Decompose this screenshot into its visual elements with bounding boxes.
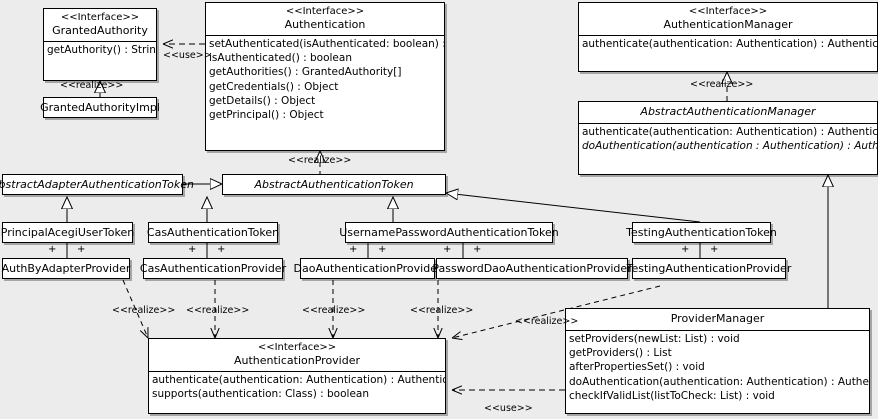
operations-compartment: setProviders(newList: List) : void getPr…: [566, 331, 869, 404]
multiplicity-userpass-b: +: [378, 244, 387, 255]
class-box-granted-authority[interactable]: <<Interface>> GrantedAuthority getAuthor…: [43, 8, 157, 81]
class-name-label: GrantedAuthorityImpl: [40, 100, 160, 114]
operation-supports: supports(authentication: Class) : boolea…: [152, 388, 369, 401]
class-name-label: CasAuthenticationToken: [146, 225, 280, 239]
stereotype-label: <<Interface>>: [285, 6, 365, 17]
edge-label-realize-casprovider: <<realize>>: [186, 305, 250, 316]
class-box-authentication[interactable]: <<Interface>> Authentication setAuthenti…: [205, 2, 445, 151]
class-name-label: TestingAuthenticationToken: [626, 225, 777, 239]
class-box-principal-acegi-user-token[interactable]: PrincipalAcegiUserToken: [1, 222, 134, 243]
operations-compartment: authenticate(authentication: Authenticat…: [149, 372, 445, 402]
class-name-label: PrincipalAcegiUserToken: [0, 225, 135, 239]
class-box-auth-by-adapter-provider[interactable]: AuthByAdapterProvider: [2, 258, 130, 279]
class-name-label: AuthByAdapterProvider: [1, 261, 131, 275]
edge-testingtoken-extends-abstracttoken: [446, 193, 701, 223]
class-box-dao-authentication-provider[interactable]: DaoAuthenticationProvider: [294, 258, 442, 279]
edge-label-realize-daoprovider: <<realize>>: [302, 305, 366, 316]
class-box-authentication-provider[interactable]: <<Interface>> AuthenticationProvider aut…: [148, 338, 446, 414]
operations-compartment: setAuthenticated(isAuthenticated: boolea…: [206, 36, 444, 123]
edge-label-realize-testingprovider: <<realize>>: [515, 316, 579, 327]
class-header: <<Interface>> AuthenticationProvider: [149, 339, 445, 372]
edge-label-realize-authbyadapterprovider: <<realize>>: [112, 305, 176, 316]
class-box-username-password-authentication-token[interactable]: UsernamePasswordAuthenticationToken: [339, 222, 559, 243]
class-box-authentication-manager[interactable]: <<Interface>> AuthenticationManager auth…: [578, 2, 878, 72]
class-name-label: AuthenticationManager: [663, 18, 793, 31]
operations-compartment: authenticate(authentication: Authenticat…: [579, 124, 877, 154]
multiplicity-testing-left: +: [681, 244, 690, 255]
multiplicity-cas-right: +: [217, 244, 226, 255]
operation-authenticate: authenticate(authentication: Authenticat…: [582, 126, 877, 138]
class-box-abstract-authentication-token[interactable]: AbstractAuthenticationToken: [222, 174, 446, 195]
class-box-testing-authentication-token[interactable]: TestingAuthenticationToken: [626, 222, 777, 243]
class-name-label: Authentication: [284, 18, 366, 31]
operation-getcredentials: getCredentials() : Object: [209, 80, 339, 93]
class-name-label: DaoAuthenticationProvider: [293, 261, 442, 275]
class-box-testing-authentication-provider[interactable]: TestingAuthenticationProvider: [627, 258, 791, 279]
class-name-label: AbstractAuthenticationToken: [254, 177, 414, 191]
operation-getauthority: getAuthority() : String: [47, 44, 156, 56]
stereotype-label: <<Interface>>: [60, 12, 140, 23]
operation-getauthorities: getAuthorities() : GrantedAuthority[]: [209, 66, 402, 79]
class-box-cas-authentication-token[interactable]: CasAuthenticationToken: [147, 222, 279, 243]
multiplicity-principal-right: +: [77, 244, 86, 255]
edge-label-use-providermanager: <<use>>: [484, 403, 533, 414]
class-box-provider-manager[interactable]: ProviderManager setProviders(newList: Li…: [565, 308, 870, 414]
class-header: <<Interface>> GrantedAuthority: [44, 9, 156, 42]
class-box-cas-authentication-provider[interactable]: CasAuthenticationProvider: [140, 258, 286, 279]
operation-getprincipal: getPrincipal() : Object: [209, 109, 324, 122]
operation-authenticate: authenticate(authentication: Authenticat…: [152, 374, 445, 386]
operation-setproviders: setProviders(newList: List) : void: [569, 333, 740, 345]
class-box-abstract-authentication-manager[interactable]: AbstractAuthenticationManager authentica…: [578, 101, 878, 175]
class-name-label: AuthenticationProvider: [233, 354, 361, 367]
class-name-label: TestingAuthenticationProvider: [626, 261, 792, 275]
class-name-label: ProviderManager: [670, 312, 765, 325]
stereotype-label: <<Interface>>: [688, 6, 768, 17]
operation-checkifvalidlist: checkIfValidList(listToCheck: List) : vo…: [569, 389, 775, 402]
edge-label-realize-passworddaoprovider: <<realize>>: [410, 305, 474, 316]
operations-compartment: getAuthority() : String: [44, 42, 156, 58]
class-header: <<Interface>> AuthenticationManager: [579, 3, 877, 36]
class-box-password-dao-authentication-provider[interactable]: PasswordDaoAuthenticationProvider: [432, 258, 632, 279]
class-name-label: CasAuthenticationProvider: [139, 261, 287, 275]
operation-isauthenticated: isAuthenticated() : boolean: [209, 52, 352, 65]
edge-label-use-grantedauthority: <<use>>: [163, 50, 212, 61]
class-name-label: PasswordDaoAuthenticationProvider: [432, 261, 632, 275]
class-header: ProviderManager: [566, 309, 869, 331]
operation-getproviders: getProviders() : List: [569, 347, 672, 360]
multiplicity-cas-left: +: [188, 244, 197, 255]
operation-getdetails: getDetails() : Object: [209, 94, 316, 107]
stereotype-label: <<Interface>>: [257, 342, 337, 353]
class-name-label: GrantedAuthority: [52, 24, 148, 37]
multiplicity-userpass-c: +: [443, 244, 452, 255]
operation-doauthentication: doAuthentication(authentication: Authent…: [569, 375, 869, 388]
edge-label-realize-abstractauthenticationtoken: <<realize>>: [288, 155, 352, 166]
multiplicity-principal-left: +: [48, 244, 57, 255]
edge-label-realize-grantedauthorityimpl: <<realize>>: [60, 80, 124, 91]
operation-setauthenticated: setAuthenticated(isAuthenticated: boolea…: [209, 38, 444, 50]
class-box-granted-authority-impl[interactable]: GrantedAuthorityImpl: [40, 97, 160, 118]
class-name-label: UsernamePasswordAuthenticationToken: [339, 225, 559, 239]
multiplicity-userpass-d: +: [473, 244, 482, 255]
operations-compartment: authenticate(authentication: Authenticat…: [579, 36, 877, 52]
operation-afterpropertiesset: afterPropertiesSet() : void: [569, 361, 705, 374]
edge-label-realize-abstractauthenticationmanager: <<realize>>: [690, 79, 754, 90]
class-header: <<Interface>> Authentication: [206, 3, 444, 36]
multiplicity-userpass-a: +: [349, 244, 358, 255]
operation-authenticate: authenticate(authentication: Authenticat…: [582, 38, 877, 50]
multiplicity-testing-right: +: [710, 244, 719, 255]
class-box-abstract-adapter-authentication-token[interactable]: AbstractAdapterAuthenticationToken: [0, 174, 194, 195]
class-name-label: AbstractAdapterAuthenticationToken: [0, 177, 194, 191]
class-name-label: AbstractAuthenticationManager: [640, 105, 816, 118]
class-header: AbstractAuthenticationManager: [579, 102, 877, 124]
operation-doauthentication: doAuthentication(authentication : Authen…: [582, 140, 877, 153]
